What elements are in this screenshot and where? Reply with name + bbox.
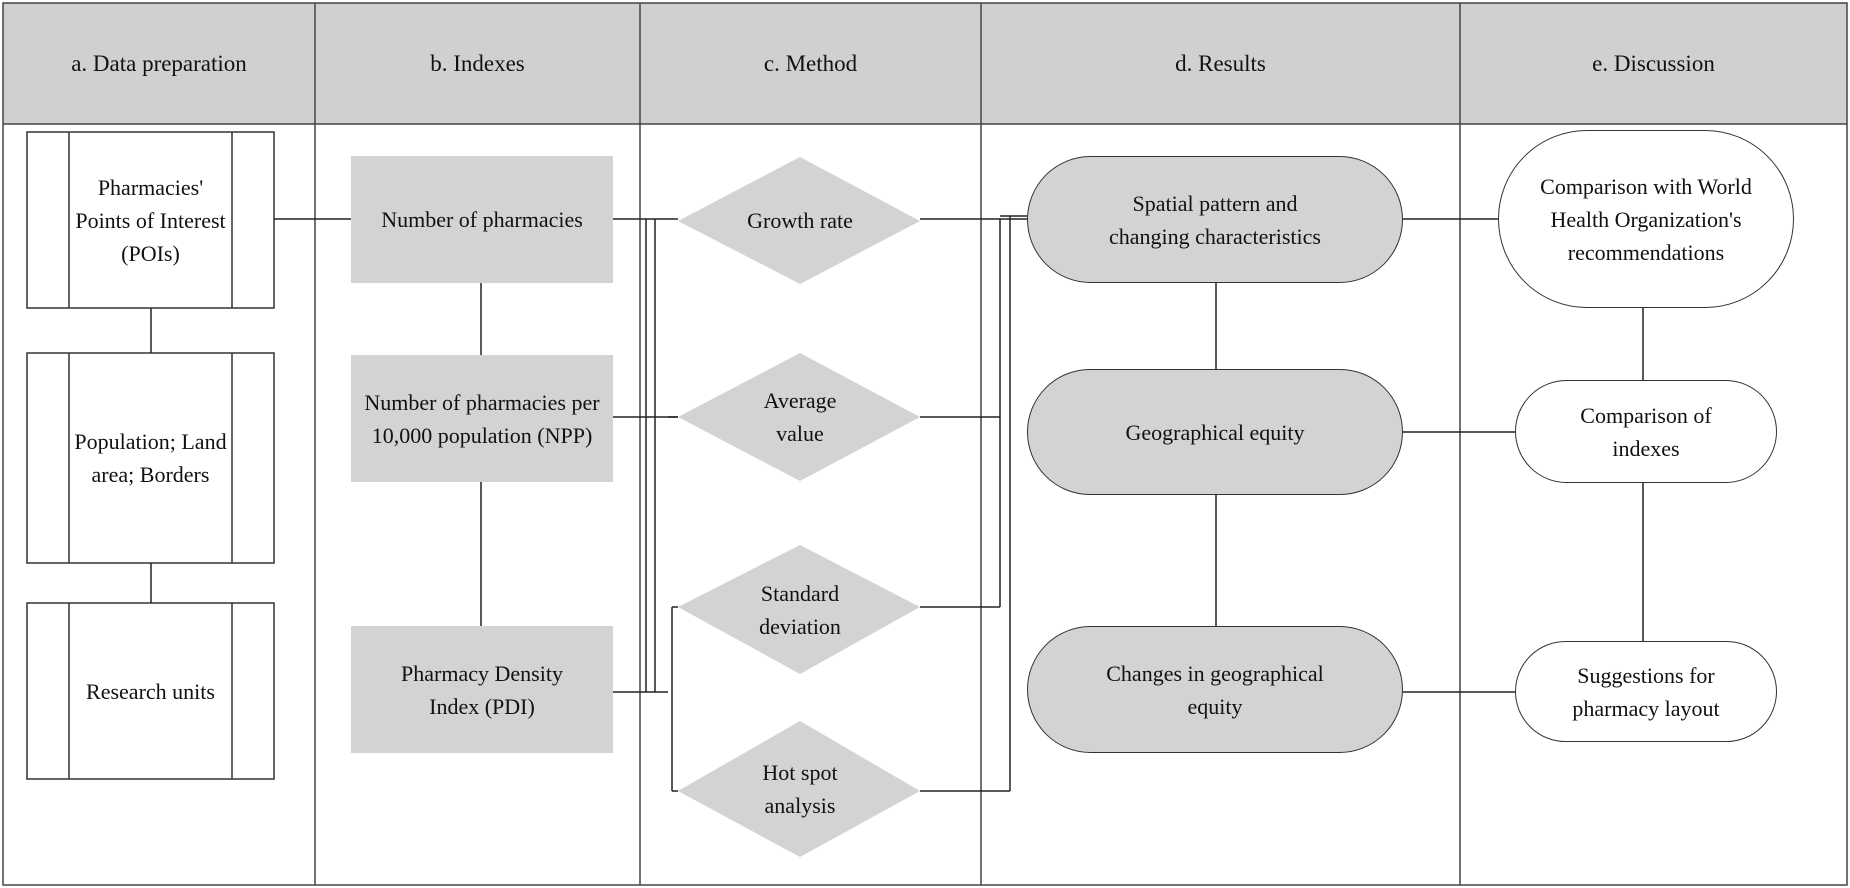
result-spatial-pattern: Spatial pattern and changing characteris… <box>1027 156 1403 283</box>
data-box-population-label: Population; Land area; Borders <box>74 429 227 487</box>
method-growth-rate: Growth rate <box>700 157 900 284</box>
column-header-indexes: b. Indexes <box>430 50 525 76</box>
index-number-of-pharmacies-label: Number of pharmacies <box>381 207 583 232</box>
index-pdi-label: Pharmacy Density Index (PDI) <box>401 660 563 719</box>
data-box-population: Population; Land area; Borders <box>69 353 232 563</box>
discussion-who-comparison-label: Comparison with World Health Organizatio… <box>1540 173 1752 265</box>
column-header-method: c. Method <box>763 50 858 76</box>
column-header-results: d. Results <box>1175 50 1266 76</box>
result-geographical-equity-label: Geographical equity <box>1125 419 1305 445</box>
method-growth-rate-label: Growth rate <box>747 208 853 233</box>
index-number-of-pharmacies: Number of pharmacies <box>351 156 613 283</box>
data-box-pois-label: Pharmacies' Points of Interest (POIs) <box>75 174 226 266</box>
discussion-who-comparison: Comparison with World Health Organizatio… <box>1498 130 1794 308</box>
method-standard-deviation-label: Standard deviation <box>759 580 841 639</box>
discussion-comparison-of-indexes: Comparison of indexes <box>1515 380 1777 483</box>
diamond-average-value <box>678 353 920 481</box>
diamond-growth-rate <box>678 157 920 284</box>
discussion-suggestions-layout: Suggestions for pharmacy layout <box>1515 641 1777 742</box>
result-spatial-pattern-label: Spatial pattern and changing characteris… <box>1109 190 1321 249</box>
data-box-pois: Pharmacies' Points of Interest (POIs) <box>69 132 232 308</box>
index-npp: Number of pharmacies per 10,000 populati… <box>351 355 613 482</box>
index-npp-label: Number of pharmacies per 10,000 populati… <box>364 389 600 448</box>
method-standard-deviation: Standard deviation <box>735 545 865 674</box>
result-geographical-equity: Geographical equity <box>1027 369 1403 495</box>
result-changes-in-equity: Changes in geographical equity <box>1027 626 1403 753</box>
data-box-research-units-label: Research units <box>86 678 215 704</box>
data-box-research-units: Research units <box>69 603 232 779</box>
header-band <box>3 3 1847 124</box>
result-changes-in-equity-label: Changes in geographical equity <box>1106 660 1324 719</box>
column-header-data-preparation: a. Data preparation <box>71 50 247 76</box>
discussion-suggestions-layout-label: Suggestions for pharmacy layout <box>1572 662 1720 721</box>
data-box-research-units-frame <box>26 602 275 780</box>
index-pdi: Pharmacy Density Index (PDI) <box>351 626 613 753</box>
discussion-comparison-of-indexes-label: Comparison of indexes <box>1580 402 1712 461</box>
diamond-standard-deviation <box>678 545 920 674</box>
method-hot-spot-analysis: Hot spot analysis <box>740 721 860 857</box>
column-header-discussion: e. Discussion <box>1592 50 1715 76</box>
data-box-pois-frame <box>26 131 275 309</box>
method-average-value: Average value <box>740 353 860 481</box>
data-box-population-frame <box>26 352 275 564</box>
diamond-hot-spot <box>678 721 920 857</box>
method-hot-spot-analysis-label: Hot spot analysis <box>762 760 838 818</box>
method-average-value-label: Average value <box>763 388 837 446</box>
